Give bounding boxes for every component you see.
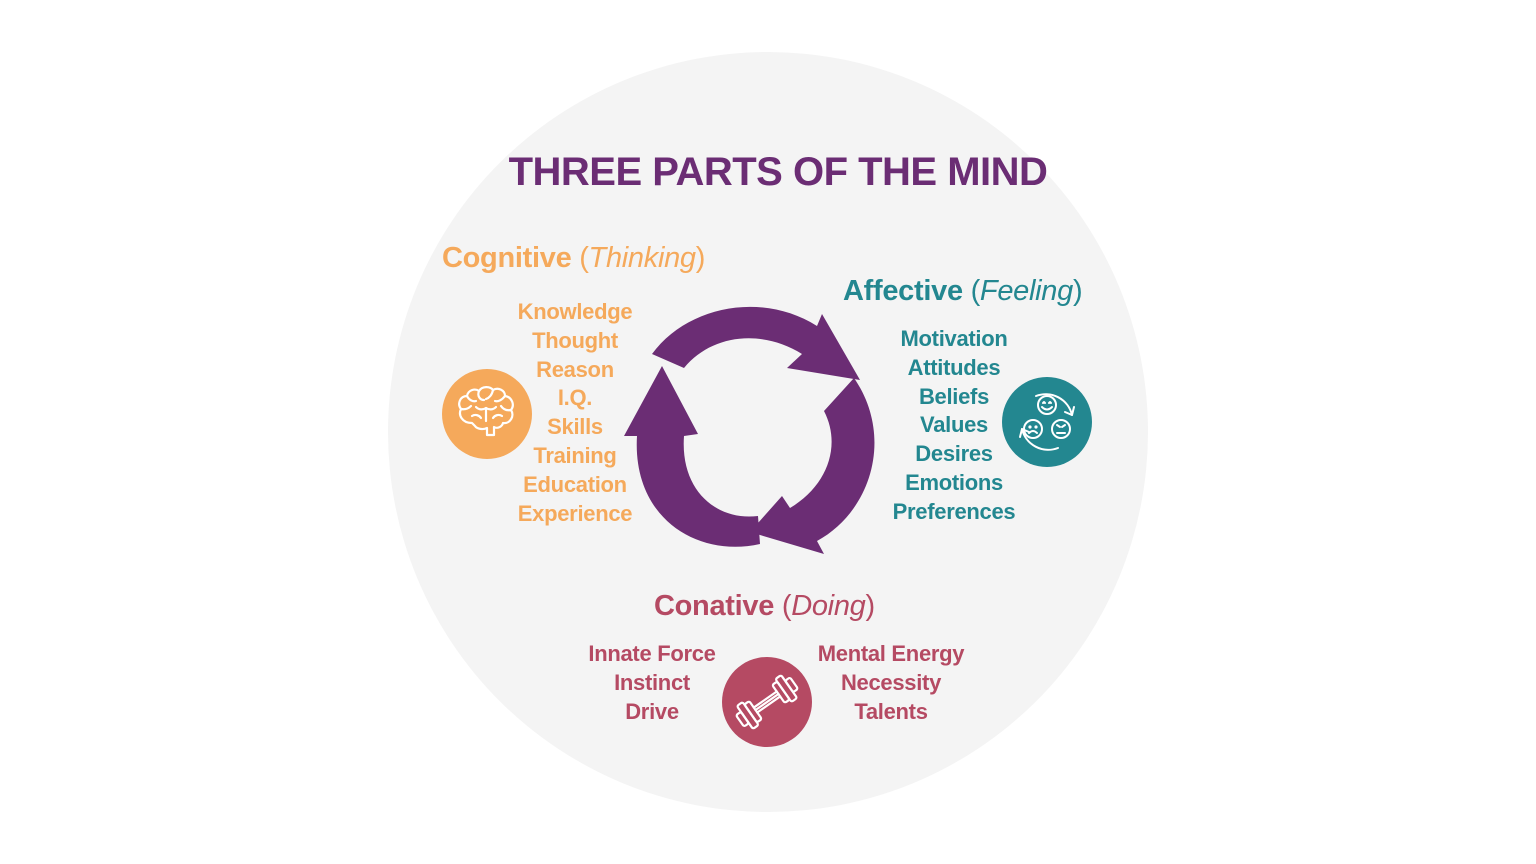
affective-item: Emotions bbox=[905, 469, 1003, 495]
cycle-arrow-segment bbox=[652, 306, 860, 380]
cognitive-item: Knowledge bbox=[517, 299, 633, 324]
brain-icon bbox=[442, 369, 532, 459]
cognitive-item: Thought bbox=[532, 327, 618, 353]
affective-open-paren: ( bbox=[970, 275, 981, 307]
cognitive-close-paren: ) bbox=[695, 242, 706, 274]
conative-name: Conative bbox=[654, 590, 775, 622]
cognitive-name: Cognitive bbox=[442, 242, 572, 274]
conative-subtitle: Doing bbox=[791, 590, 866, 622]
affective-close-paren: ) bbox=[1072, 275, 1083, 307]
affective-item: Preferences bbox=[892, 498, 1016, 524]
cycle-arrow-segment bbox=[624, 366, 760, 547]
conative-close-paren: ) bbox=[865, 590, 875, 622]
cognitive-heading: Cognitive (Thinking) bbox=[442, 242, 705, 275]
conative-item: Drive bbox=[625, 698, 679, 724]
cognitive-item: Skills bbox=[547, 414, 603, 440]
affective-item: Values bbox=[920, 412, 988, 438]
conative-items-right: Mental Energy Necessity Talents bbox=[801, 640, 981, 726]
affective-item: Motivation bbox=[900, 326, 1008, 351]
affective-items-list: Motivation Attitudes Beliefs Values Desi… bbox=[874, 325, 1034, 527]
affective-item: Desires bbox=[915, 441, 993, 467]
cognitive-item: Education bbox=[523, 471, 627, 497]
cognitive-item: Experience bbox=[517, 500, 633, 526]
affective-item: Beliefs bbox=[918, 383, 990, 409]
diagram-title: THREE PARTS OF THE MIND bbox=[508, 150, 1048, 194]
emotions-cycle-icon bbox=[1002, 377, 1092, 467]
conative-item: Innate Force bbox=[588, 641, 716, 666]
affective-name: Affective bbox=[843, 275, 963, 307]
cognitive-item: Training bbox=[533, 442, 617, 468]
conative-item: Necessity bbox=[840, 669, 942, 695]
cognitive-item: I.Q. bbox=[557, 385, 593, 411]
cognitive-items-list: Knowledge Thought Reason I.Q. Skills Tra… bbox=[495, 298, 655, 528]
cognitive-subtitle: Thinking bbox=[588, 242, 697, 274]
dumbbell-icon bbox=[722, 657, 812, 747]
cognitive-item: Reason bbox=[536, 356, 614, 382]
conative-item: Instinct bbox=[614, 669, 690, 695]
conative-heading: Conative (Doing) bbox=[654, 590, 875, 623]
conative-items-left: Innate Force Instinct Drive bbox=[572, 640, 732, 726]
affective-heading: Affective (Feeling) bbox=[843, 275, 1083, 308]
conative-item: Mental Energy bbox=[817, 641, 965, 666]
cognitive-open-paren: ( bbox=[579, 242, 589, 274]
affective-item: Attitudes bbox=[907, 354, 1001, 380]
conative-open-paren: ( bbox=[781, 590, 792, 622]
cycle-arrow-segment bbox=[750, 378, 875, 554]
conative-item: Talents bbox=[854, 698, 928, 724]
cycle-arrows-icon bbox=[624, 306, 875, 554]
affective-subtitle: Feeling bbox=[979, 275, 1073, 307]
